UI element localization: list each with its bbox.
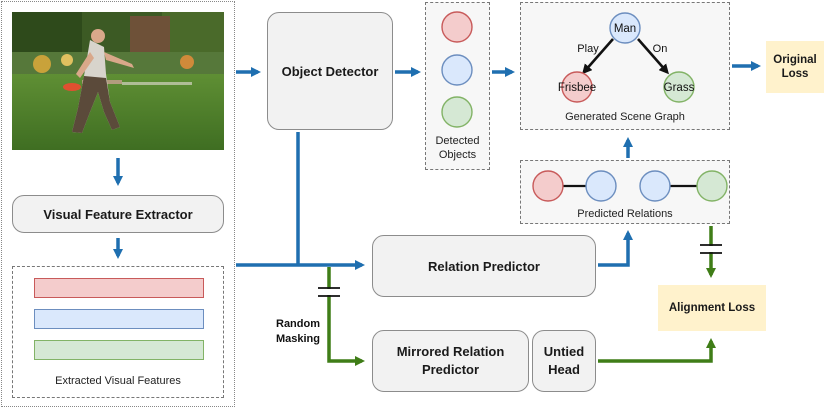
alignment-loss-box: Alignment Loss xyxy=(658,285,766,331)
detected-object-blue xyxy=(441,54,473,86)
detected-object-red xyxy=(441,11,473,43)
edge-man-frisbee xyxy=(582,38,614,75)
edge-label-on: On xyxy=(653,43,668,55)
visual-feature-extractor-box: Visual Feature Extractor xyxy=(12,195,224,233)
object-detector-label: Object Detector xyxy=(281,63,379,79)
extracted-features-caption: Extracted Visual Features xyxy=(55,375,181,387)
original-loss-label: Original Loss xyxy=(773,54,817,80)
visual-feature-extractor-label: Visual Feature Extractor xyxy=(43,206,193,222)
node-grass xyxy=(663,71,695,103)
input-photo xyxy=(12,12,224,150)
node-grass-label: Grass xyxy=(664,82,695,94)
relation-node-red xyxy=(532,170,564,202)
feature-bar-blue xyxy=(34,309,204,329)
alignment-loss-label: Alignment Loss xyxy=(668,302,756,314)
untied-head-label: Untied Head xyxy=(543,344,585,377)
edge-label-play: Play xyxy=(577,43,599,55)
detected-objects-caption: Detected Objects xyxy=(435,135,480,161)
arrow-masking-to-mirrored xyxy=(327,267,365,366)
edge-man-grass xyxy=(637,38,669,75)
predicted-relations-caption: Predicted Relations xyxy=(577,208,673,220)
detected-object-green xyxy=(441,96,473,128)
relation-node-blue-2 xyxy=(639,170,671,202)
untied-head-box: Untied Head xyxy=(532,330,596,392)
original-loss-box: Original Loss xyxy=(766,41,824,93)
node-man xyxy=(609,12,641,44)
arrow-untied-to-alignment xyxy=(598,338,716,363)
relation-node-green xyxy=(696,170,728,202)
scene-graph-caption: Generated Scene Graph xyxy=(565,111,685,123)
feature-bar-green xyxy=(34,340,204,360)
node-frisbee xyxy=(561,71,593,103)
feature-bar-red xyxy=(34,278,204,298)
relation-predictor-label: Relation Predictor xyxy=(428,258,540,274)
relation-node-blue-1 xyxy=(585,170,617,202)
photo-illustration xyxy=(12,12,224,150)
mirrored-relation-predictor-box: Mirrored Relation Predictor xyxy=(372,330,529,392)
relation-predictor-box: Relation Predictor xyxy=(372,235,596,297)
random-masking-label: Random Masking xyxy=(275,318,320,345)
node-frisbee-label: Frisbee xyxy=(558,82,596,94)
mirrored-relation-predictor-label: Mirrored Relation Predictor xyxy=(396,344,505,377)
node-man-label: Man xyxy=(614,23,636,35)
object-detector-box: Object Detector xyxy=(267,12,393,130)
arrow-relation-predictor-to-relations xyxy=(598,230,633,267)
